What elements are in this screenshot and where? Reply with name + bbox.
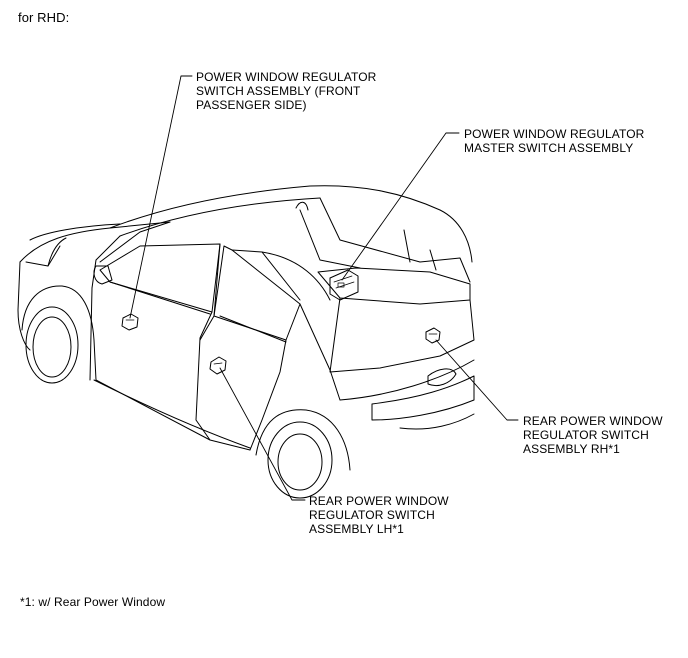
label-master-switch: POWER WINDOW REGULATOR MASTER SWITCH ASS… xyxy=(464,127,645,155)
label-front-passenger-switch: POWER WINDOW REGULATOR SWITCH ASSEMBLY (… xyxy=(196,70,377,112)
label-rear-rh-switch: REAR POWER WINDOW REGULATOR SWITCH ASSEM… xyxy=(523,414,663,456)
rear-rh-switch-icon xyxy=(425,327,441,344)
label-rear-lh-switch: REAR POWER WINDOW REGULATOR SWITCH ASSEM… xyxy=(309,494,449,536)
leader-lines xyxy=(129,75,519,501)
car-body xyxy=(17,185,475,499)
diagram-heading: for RHD: xyxy=(18,10,70,25)
master-switch-icon xyxy=(329,269,359,301)
footnote: *1: w/ Rear Power Window xyxy=(20,595,166,609)
rear-lh-switch-icon xyxy=(209,356,227,375)
